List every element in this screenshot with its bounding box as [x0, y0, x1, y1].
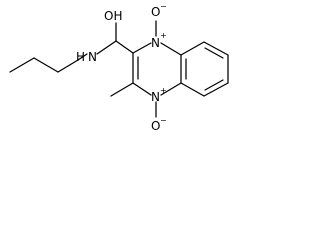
amide-nitrogen-label: N — [88, 50, 97, 64]
bond-c1-c2 — [9, 57, 35, 73]
ring-n-top-label: N — [151, 36, 160, 50]
bond-carbonyl-c2 — [115, 40, 134, 54]
oxide-bottom-label: O — [151, 119, 160, 133]
bond-c6-c5-inner — [204, 79, 224, 91]
bond-c8-c7-inner — [204, 47, 224, 59]
bond-c4a-n4 — [160, 82, 182, 96]
oxide-top-charge: − — [160, 2, 167, 11]
ring-n-top-charge: + — [160, 31, 167, 40]
bond-c3-c4 — [57, 59, 79, 73]
bond-c2-n1 — [132, 42, 152, 54]
bond-n-carbonyl — [96, 40, 117, 55]
bond-c8a-c8 — [180, 41, 205, 56]
molecule-structure: OH N H O − N + N + O − — [9, 2, 229, 133]
bond-n4-c3 — [132, 82, 152, 96]
bond-c8-c7 — [203, 41, 229, 56]
bond-c6-c5 — [203, 82, 229, 97]
oxide-bottom-charge: − — [160, 116, 167, 125]
ring-n-bottom-label: N — [151, 90, 160, 104]
bonds — [9, 20, 229, 118]
bond-c2-c3 — [33, 57, 59, 73]
bond-c4-n — [77, 53, 88, 61]
bond-c5-c4a — [180, 82, 205, 97]
oxide-top-label: O — [151, 5, 160, 19]
hydroxyl-label: OH — [104, 9, 122, 23]
bond-n1-c8a — [160, 42, 182, 56]
ring-n-bottom-charge: + — [160, 86, 167, 95]
atom-labels: OH N H O − N + N + O − — [76, 2, 167, 133]
amide-hydrogen-label: H — [76, 50, 85, 64]
bond-c3-methyl — [110, 82, 134, 97]
